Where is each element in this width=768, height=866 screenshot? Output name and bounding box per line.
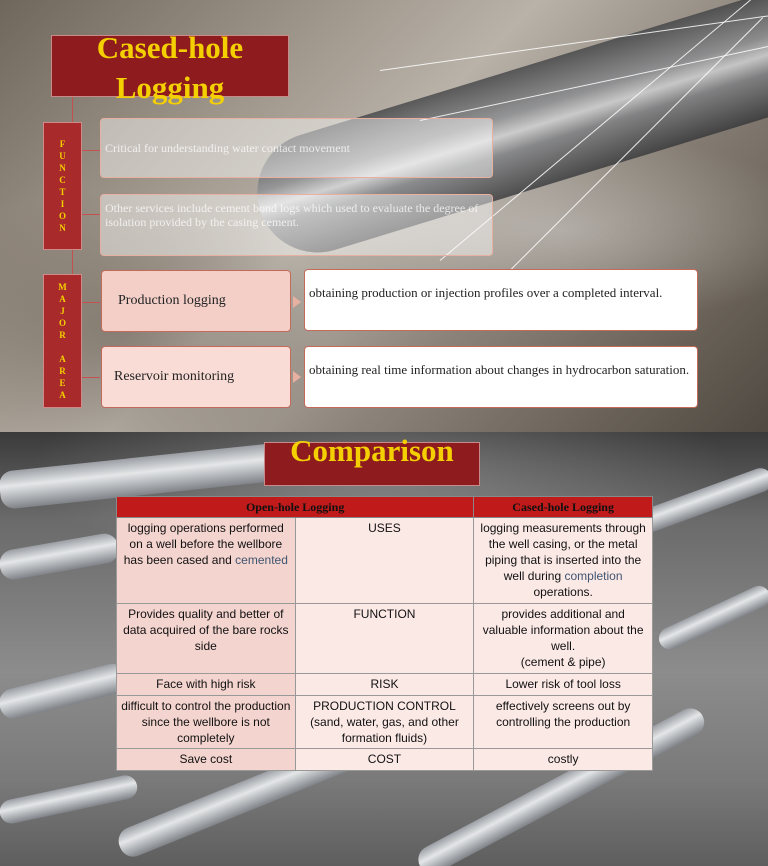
slide-title: Comparison <box>264 435 480 486</box>
open-hole-cell: logging operations performed on a well b… <box>116 517 296 604</box>
function-label-letter: N <box>59 163 66 173</box>
function-label-letter: U <box>59 151 66 161</box>
area-production-logging: Production logging <box>101 270 291 332</box>
function-label-bar: F U N C T I O N <box>43 122 82 250</box>
table-row: Save cost COST costly <box>116 748 653 771</box>
table-row: Face with high risk RISK Lower risk of t… <box>116 673 653 696</box>
cased-hole-cell: provides additional and valuable informa… <box>473 603 653 674</box>
connector-line <box>82 214 100 215</box>
area-reservoir-monitoring: Reservoir monitoring <box>101 346 291 408</box>
open-hole-cell: Provides quality and better of data acqu… <box>116 603 296 674</box>
area-description: obtaining production or injection profil… <box>304 269 698 331</box>
major-area-label-letter: A <box>59 390 66 400</box>
function-label-letter: N <box>59 223 66 233</box>
table-row: difficult to control the production sinc… <box>116 695 653 749</box>
criterion-cell: RISK <box>294 673 475 696</box>
cemented-link[interactable]: cemented <box>235 553 288 567</box>
function-label-letter: I <box>60 199 65 209</box>
cased-hole-cell: costly <box>473 748 653 771</box>
comparison-table: Open-hole Logging Cased-hole Logging log… <box>115 496 653 771</box>
table-row: logging operations performed on a well b… <box>116 517 653 604</box>
table-row: Provides quality and better of data acqu… <box>116 603 653 674</box>
slide-comparison: Comparison Open-hole Logging Cased-hole … <box>0 432 768 866</box>
background-tool-image <box>0 660 130 722</box>
cased-hole-cell: logging measurements through the well ca… <box>473 517 653 604</box>
function-label-letter: C <box>59 175 66 185</box>
background-tool-image <box>635 464 768 536</box>
area-name: Production logging <box>118 293 226 308</box>
major-area-label-letter: A <box>59 294 66 304</box>
arrow-right-icon <box>293 296 301 308</box>
major-area-label-letter: M <box>58 282 67 292</box>
cased-hole-cell: effectively screens out by controlling t… <box>473 695 653 749</box>
arrow-right-icon <box>293 371 301 383</box>
background-tool-image <box>0 531 121 582</box>
open-hole-cell: difficult to control the production sinc… <box>116 695 296 749</box>
table-header-row: Open-hole Logging Cased-hole Logging <box>115 496 653 518</box>
function-label-letter: T <box>59 187 66 197</box>
major-area-label-letter: R <box>59 330 66 340</box>
major-area-label-letter: O <box>58 318 66 328</box>
function-item: Other services include cement bond logs … <box>100 194 493 256</box>
connector-line <box>82 302 100 303</box>
cased-hole-cell: Lower risk of tool loss <box>473 673 653 696</box>
completion-link[interactable]: completion <box>564 569 623 583</box>
connector-line <box>82 150 100 151</box>
area-name: Reservoir monitoring <box>114 369 235 384</box>
area-description: obtaining real time information about ch… <box>304 346 698 408</box>
column-header-cased-hole: Cased-hole Logging <box>473 496 653 518</box>
connector-line <box>72 250 73 274</box>
major-area-label-letter: J <box>60 306 65 316</box>
connector-line <box>82 377 100 378</box>
criterion-cell: FUNCTION <box>294 603 475 674</box>
major-area-label-letter: E <box>59 378 66 388</box>
criterion-cell: PRODUCTION CONTROL(sand, water, gas, and… <box>294 695 475 749</box>
criterion-cell: COST <box>294 748 475 771</box>
open-hole-cell: Save cost <box>116 748 296 771</box>
connector-line <box>72 97 73 122</box>
background-tool-image <box>655 582 768 653</box>
function-label-letter: O <box>58 211 66 221</box>
function-label-letter: F <box>59 139 66 149</box>
major-area-label-letter: A <box>59 354 66 364</box>
open-hole-cell: Face with high risk <box>116 673 296 696</box>
function-item: Critical for understanding water contact… <box>100 118 493 178</box>
slide-cased-hole-logging: Cased-hole Logging F U N C T I O N M A J… <box>0 0 768 432</box>
column-header-open-hole: Open-hole Logging <box>115 496 475 518</box>
major-area-label-letter: R <box>59 366 66 376</box>
major-area-label-bar: M A J O R A R E A <box>43 274 82 408</box>
background-tool-image <box>0 773 140 826</box>
criterion-cell: USES <box>294 517 475 604</box>
slide-title: Cased-hole Logging <box>51 30 289 105</box>
